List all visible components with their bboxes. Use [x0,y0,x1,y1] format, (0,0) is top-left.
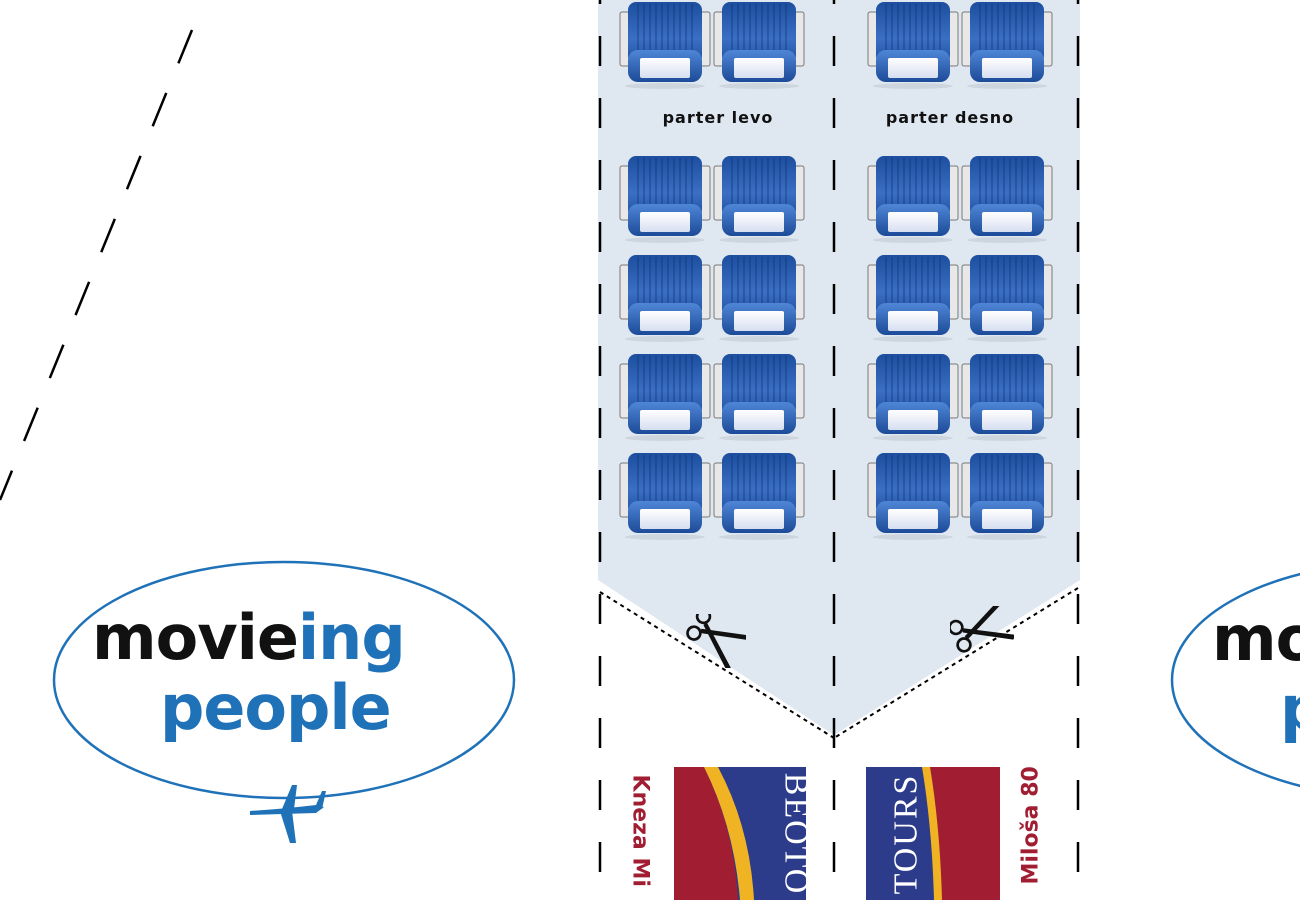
seat-icon[interactable] [618,350,712,442]
seat-icon[interactable] [866,449,960,541]
airplane-icon [250,785,326,843]
brand-text-right: TOURS [887,773,925,895]
logo-partial-blue: p [1280,678,1300,740]
logo-ellipse [52,560,516,800]
movieing-people-logo-partial: mo p [1170,560,1300,810]
address-text-right: Miloša 80 [1018,766,1044,885]
ticket-graphic [866,767,1000,900]
seat-icon[interactable] [712,0,806,90]
beotours-ticket-right: TOURS [866,767,1000,900]
fold-guide-dashed-line [0,29,194,501]
scissors-icon [950,606,1014,660]
logo-ellipse [1170,572,1300,788]
scissors-icon [682,614,746,668]
seat-icon[interactable] [960,350,1054,442]
seat-icon[interactable] [866,251,960,343]
seat-icon[interactable] [960,152,1054,244]
section-label-right: parter desno [885,108,1015,127]
seat-icon[interactable] [712,449,806,541]
logo-line-two: people [160,671,392,744]
seat-icon[interactable] [618,449,712,541]
logo-line-one: movieing [92,607,406,669]
brand-text-left: BEOTO [777,772,806,896]
seat-icon[interactable] [712,251,806,343]
seat-icon[interactable] [618,0,712,90]
ticket-graphic [674,767,806,900]
seat-icon[interactable] [960,449,1054,541]
seat-icon[interactable] [618,251,712,343]
seat-icon[interactable] [712,350,806,442]
address-text-left: Kneza Mi [627,774,653,887]
seat-map-panel: parter levo parter desno Kneza Mi Miloša… [598,0,1080,900]
section-label-left: parter levo [662,108,774,127]
logo-partial-black: mo [1212,602,1300,675]
logo-word-blue: ing [297,601,406,674]
seat-icon[interactable] [866,0,960,90]
seat-icon[interactable] [866,350,960,442]
seat-icon[interactable] [960,0,1054,90]
seat-icon[interactable] [712,152,806,244]
seat-icon[interactable] [618,152,712,244]
movieing-people-logo: movieing people [52,555,518,855]
beotours-ticket-left: BEOTO [674,767,806,900]
logo-word-black: movie [92,601,299,674]
seat-icon[interactable] [866,152,960,244]
seat-icon[interactable] [960,251,1054,343]
